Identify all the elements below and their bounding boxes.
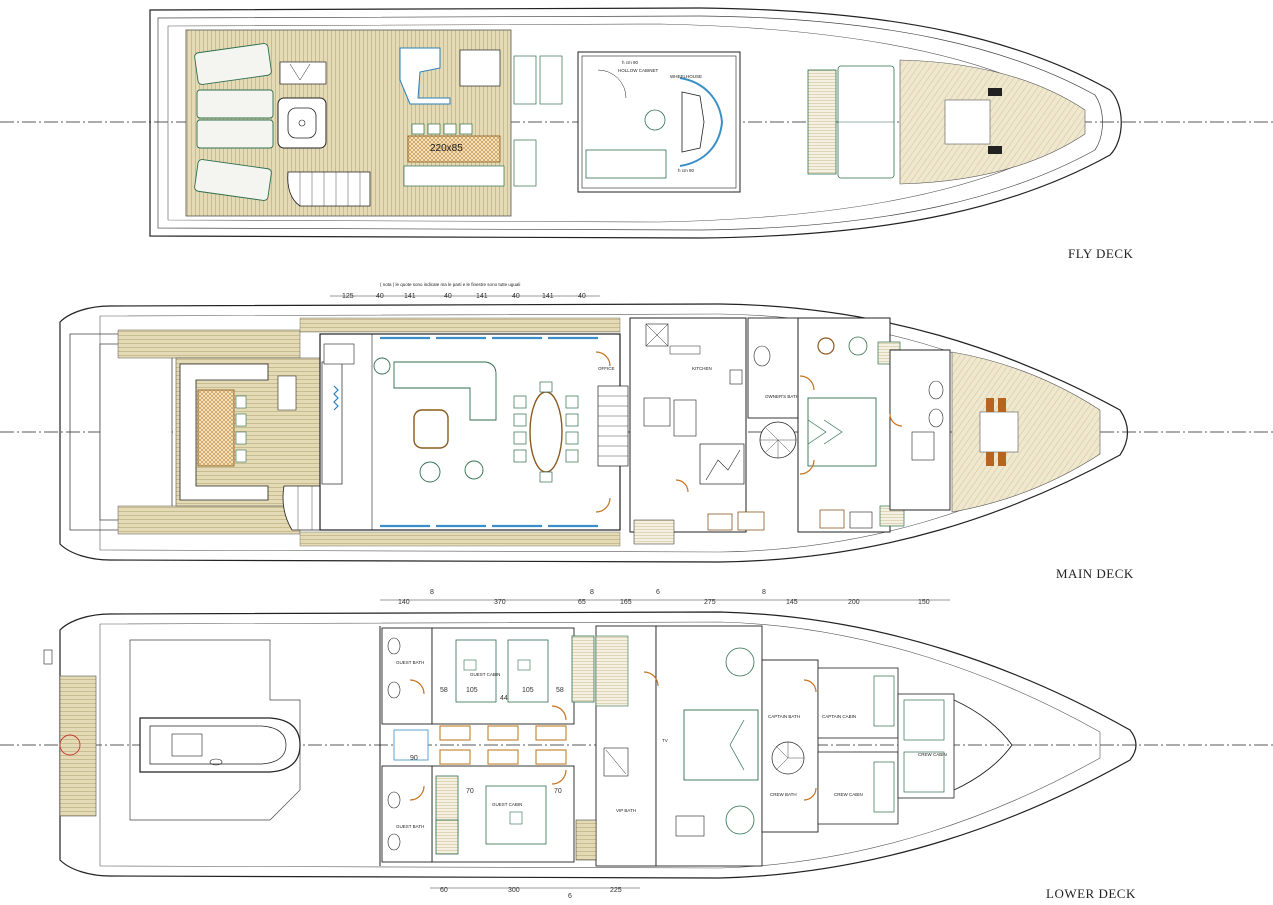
vip-bed <box>683 709 759 781</box>
tender <box>139 717 301 773</box>
dim-label: 65 <box>578 599 586 606</box>
fly-jacuzzi <box>277 97 327 149</box>
fly-deck-title: FLY DECK <box>1068 246 1134 261</box>
main-kitchen-label: KITCHEN <box>692 366 712 371</box>
dim-label: 141 <box>404 293 416 300</box>
lower-top-dim-labels: 140 8 370 8 65 165 6 275 8 145 200 150 <box>398 589 930 606</box>
dim-label: 145 <box>786 599 798 606</box>
main-note: ( nota ) le quote sono indicate ma le pa… <box>380 282 520 287</box>
dim-label: 125 <box>342 293 354 300</box>
main-hull-outline <box>59 303 1129 563</box>
fly-aft-stair <box>287 171 371 207</box>
dim-70b: 70 <box>554 788 562 795</box>
crew-cabin-label-a: CREW CABIN <box>834 792 863 797</box>
dim-label: 225 <box>610 887 622 894</box>
salon-sofa <box>393 361 497 421</box>
main-office-label: OFFICE <box>598 366 615 371</box>
fly-fore-teak <box>899 59 1086 185</box>
dim-label: 40 <box>376 293 384 300</box>
dim-label: 105 <box>522 687 534 694</box>
lower-hull-outline <box>59 611 1137 879</box>
guest-cabin-top <box>431 627 575 725</box>
dining-table <box>529 391 563 473</box>
dim-label: 275 <box>704 599 716 606</box>
dim-label: 370 <box>494 599 506 606</box>
main-deck-title: MAIN DECK <box>1056 566 1134 581</box>
aft-table <box>197 389 235 467</box>
vip-bath-label: VIP BATH <box>616 808 636 813</box>
guest-cabin-top-label: GUEST CABIN <box>470 672 500 677</box>
lower-deck-plan: 140 8 370 8 65 165 6 275 8 145 200 150 <box>0 589 1273 900</box>
lower-corridor-furniture <box>439 725 567 765</box>
dim-label: 40 <box>512 293 520 300</box>
dim-label: 105 <box>466 687 478 694</box>
main-foredeck <box>951 351 1101 513</box>
guest-cabin-bottom-label: GUEST CABIN <box>492 802 522 807</box>
guest-bath-top-label: GUEST BATH <box>396 660 424 665</box>
main-deck-plan: ( nota ) le quote sono indicate ma le pa… <box>0 282 1273 563</box>
table-size-label: 220x85 <box>430 143 463 154</box>
dim-label: 58 <box>556 687 564 694</box>
dim-label: 165 <box>620 599 632 606</box>
dim-label: 6 <box>568 893 572 900</box>
fly-deck-plan: 220x85 h cm 90 HOLLOW CABINET WHEELHOUSE… <box>0 7 1273 239</box>
fly-h-bottom: h cm 90 <box>678 168 695 173</box>
coffee-table <box>413 409 449 449</box>
dim-label: 60 <box>440 887 448 894</box>
dim-label: 8 <box>430 589 434 596</box>
dim-label: 40 <box>578 293 586 300</box>
dim-70a: 70 <box>466 788 474 795</box>
crew-cabin-label-b: CREW CABIN <box>918 752 947 757</box>
dim-label: 6 <box>656 589 660 596</box>
lower-deck-title: LOWER DECK <box>1046 886 1136 900</box>
fly-wheelhouse-label: WHEELHOUSE <box>670 74 702 79</box>
guest-bath-bottom-label: GUEST BATH <box>396 824 424 829</box>
dim-label: 200 <box>848 599 860 606</box>
dim-label: 140 <box>398 599 410 606</box>
main-dim-labels: 125 40 141 40 141 40 141 40 <box>342 293 586 300</box>
captain-bath-label: CAPTAIN BATH <box>768 714 800 719</box>
fly-hollow-cabinet: HOLLOW CABINET <box>618 68 659 73</box>
dim-label: 58 <box>440 687 448 694</box>
dim-label: 44 <box>500 695 508 702</box>
dim-90: 90 <box>410 755 418 762</box>
fly-fore-sunpad <box>807 65 895 179</box>
captain-cabin-label: CAPTAIN CABIN <box>822 714 856 719</box>
fly-sunpads <box>194 43 274 201</box>
dim-label: 40 <box>444 293 452 300</box>
tv-label: TV <box>662 738 668 743</box>
lower-bottom-dim-labels: 60 300 6 225 <box>440 887 622 900</box>
dim-label: 141 <box>542 293 554 300</box>
dim-label: 141 <box>476 293 488 300</box>
fly-hull-outline <box>149 7 1122 239</box>
fly-h-top: h cm 90 <box>622 60 639 65</box>
fly-dining-table: 220x85 <box>403 123 505 187</box>
owners-bath <box>747 317 799 419</box>
owners-bath-label: OWNER'S BATH <box>765 394 799 399</box>
dim-label: 8 <box>762 589 766 596</box>
dim-label: 8 <box>590 589 594 596</box>
dim-label: 150 <box>918 599 930 606</box>
guest-cabin-dims: 58 105 44 105 58 <box>440 687 564 702</box>
swim-platform <box>59 675 97 817</box>
crew-bath-label: CREW BATH <box>770 792 797 797</box>
dim-label: 300 <box>508 887 520 894</box>
